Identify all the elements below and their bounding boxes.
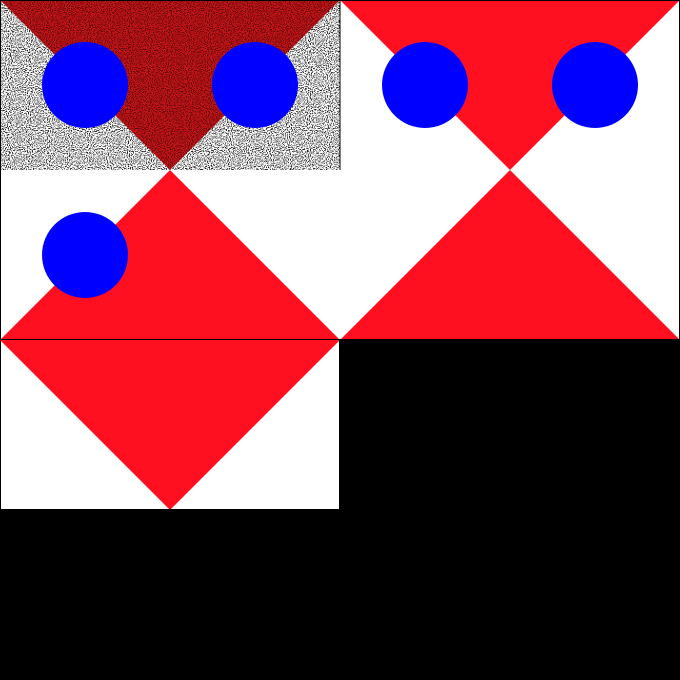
- red-triangle-middle-right: [340, 170, 680, 340]
- blue-dot: [212, 42, 298, 128]
- blue-dot: [382, 42, 468, 128]
- blue-dot: [42, 42, 128, 128]
- blue-dot: [42, 212, 128, 298]
- lower-left-outline: [0, 339, 340, 510]
- blue-dot: [552, 42, 638, 128]
